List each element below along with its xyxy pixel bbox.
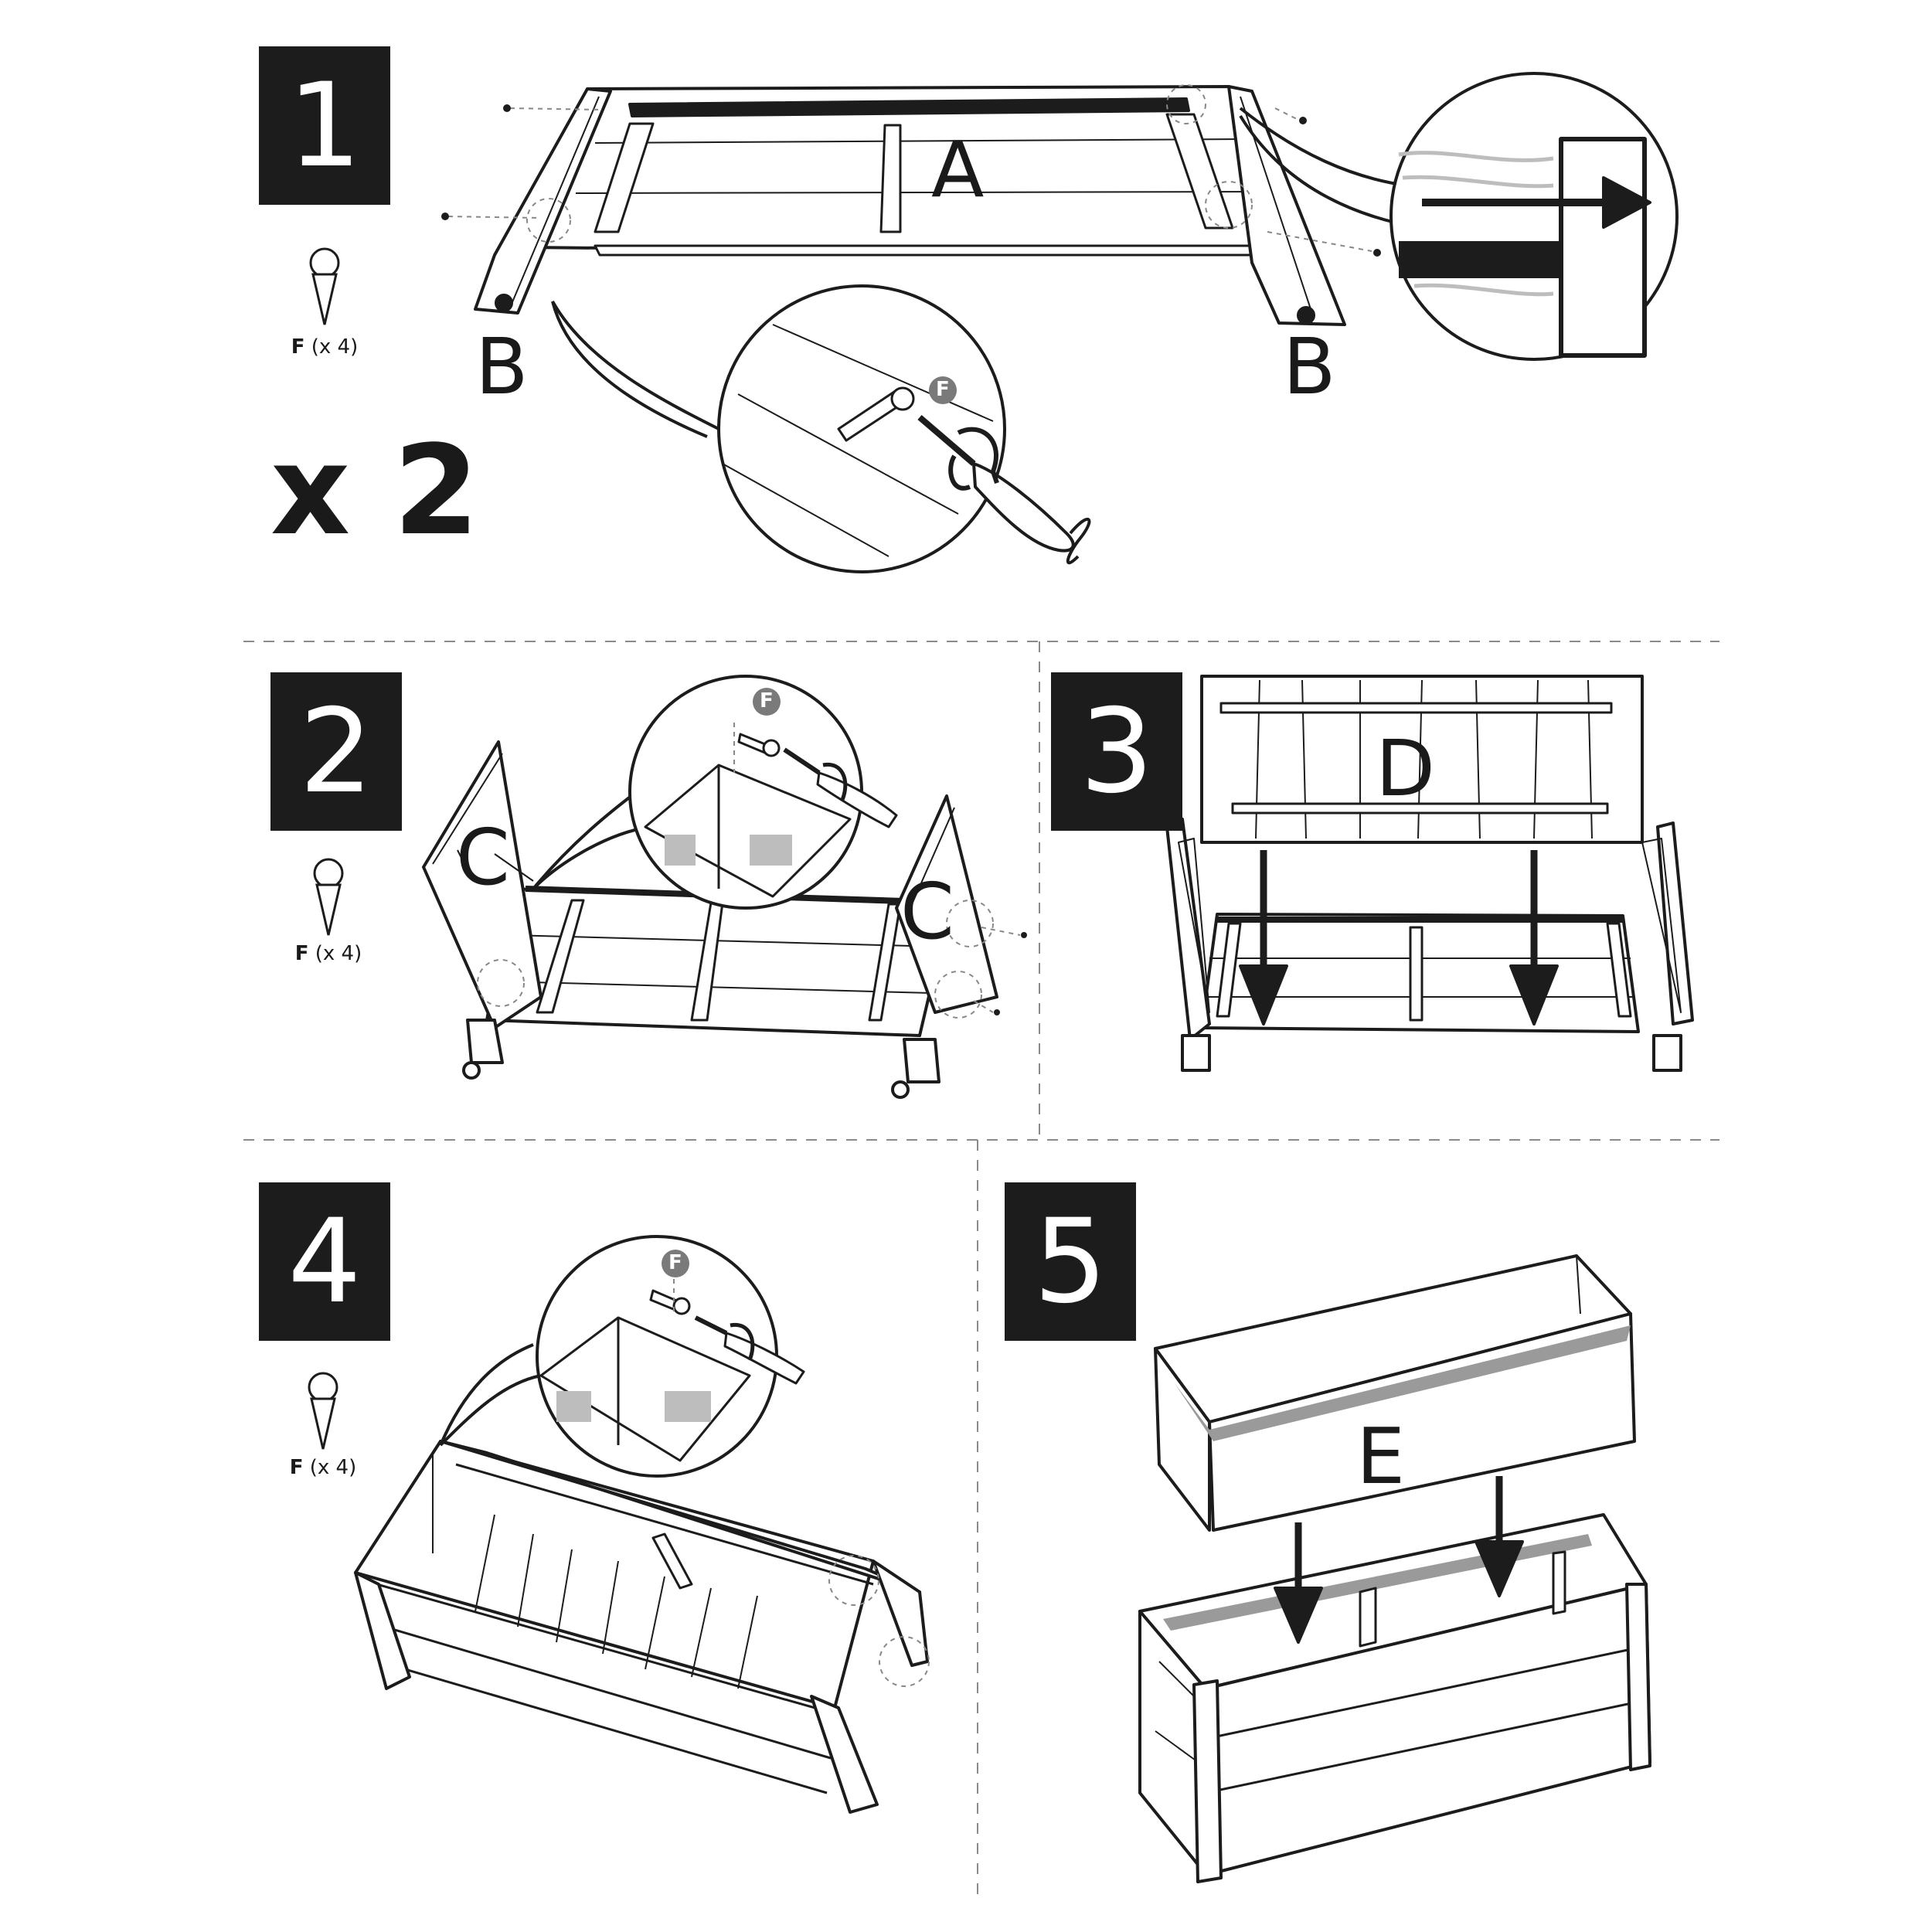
panel-c-right <box>895 794 998 1014</box>
screw-legend-qty: (x 4) <box>315 942 362 965</box>
step-number-1: 1 <box>259 46 390 205</box>
part-label-c-left: C <box>456 812 510 903</box>
step1-illustration <box>441 72 1679 573</box>
screw-legend-letter: F <box>289 1456 304 1479</box>
part-label-b-right: B <box>1283 321 1336 412</box>
leg-b-right <box>1227 85 1346 326</box>
batten-center <box>879 124 902 233</box>
screw-legend-step2: F (x 4) <box>267 939 390 965</box>
down-arrow-e-right <box>1475 1540 1524 1597</box>
f-badge-label-1: F <box>936 378 950 401</box>
step4-illustration <box>354 1235 930 1814</box>
legend-screw-icon-2 <box>313 858 344 936</box>
edge-end-board <box>1559 137 1647 358</box>
leg-b-left-foot <box>495 294 513 312</box>
screw-icon-step2 <box>737 733 781 757</box>
screwdriver-icon-step2 <box>783 747 898 828</box>
f-badge-label-2: F <box>760 689 774 713</box>
step-number-3: 3 <box>1051 672 1182 831</box>
part-label-e: E <box>1356 1411 1406 1502</box>
screw-legend-qty: (x 4) <box>311 335 359 359</box>
screwdriver-icon-step4 <box>694 1315 805 1385</box>
edge-rail-black <box>1399 241 1565 278</box>
legend-screw-icons <box>308 247 344 1450</box>
down-arrow-right <box>1509 964 1559 1026</box>
screw-legend-step1: F (x 4) <box>263 332 386 359</box>
screw-legend-letter: F <box>291 335 305 359</box>
step-number-4: 4 <box>259 1182 390 1341</box>
screw-icon-step4 <box>649 1289 691 1315</box>
screw-legend-step4: F (x 4) <box>261 1453 385 1479</box>
leg-b-left <box>474 87 612 315</box>
repeat-label: x 2 <box>270 418 480 563</box>
part-label-b-left: B <box>475 321 529 412</box>
screwdriver-icon <box>917 414 1091 565</box>
section-dividers <box>243 641 1719 1901</box>
part-label-c-right: C <box>900 866 954 957</box>
f-badge-label-4: F <box>668 1251 682 1274</box>
panel-a-top-rail <box>628 97 1190 117</box>
align-arrow-head <box>1602 176 1651 229</box>
f-badge-4 <box>662 1250 689 1277</box>
down-arrow-e-left <box>1274 1587 1323 1644</box>
f-badge-1 <box>929 376 957 404</box>
step5-illustration <box>1138 1254 1651 1883</box>
f-badges <box>662 376 957 1277</box>
screw-icon <box>837 386 915 442</box>
step2-illustration <box>422 675 1027 1099</box>
f-badge-2 <box>753 688 781 716</box>
step-number-2: 2 <box>270 672 402 831</box>
panel-c-left <box>422 740 543 1029</box>
screw-legend-qty: (x 4) <box>309 1456 357 1479</box>
screw-legend-letter: F <box>294 942 309 965</box>
batten-left <box>594 122 655 233</box>
legend-screw-icon-1 <box>309 247 340 325</box>
batten-right <box>1165 113 1234 230</box>
panel-a-bottom-rail <box>594 244 1257 257</box>
down-arrow-left <box>1239 964 1288 1026</box>
part-label-a: A <box>931 124 985 215</box>
liner-e-band <box>1175 1325 1631 1441</box>
step-number-5: 5 <box>1005 1182 1136 1341</box>
step3-illustration <box>1165 675 1694 1072</box>
leg-b-right-foot <box>1297 306 1315 325</box>
part-label-d: D <box>1376 723 1436 814</box>
liner-e-front <box>1208 1312 1636 1532</box>
legend-screw-icon-4 <box>308 1372 338 1450</box>
